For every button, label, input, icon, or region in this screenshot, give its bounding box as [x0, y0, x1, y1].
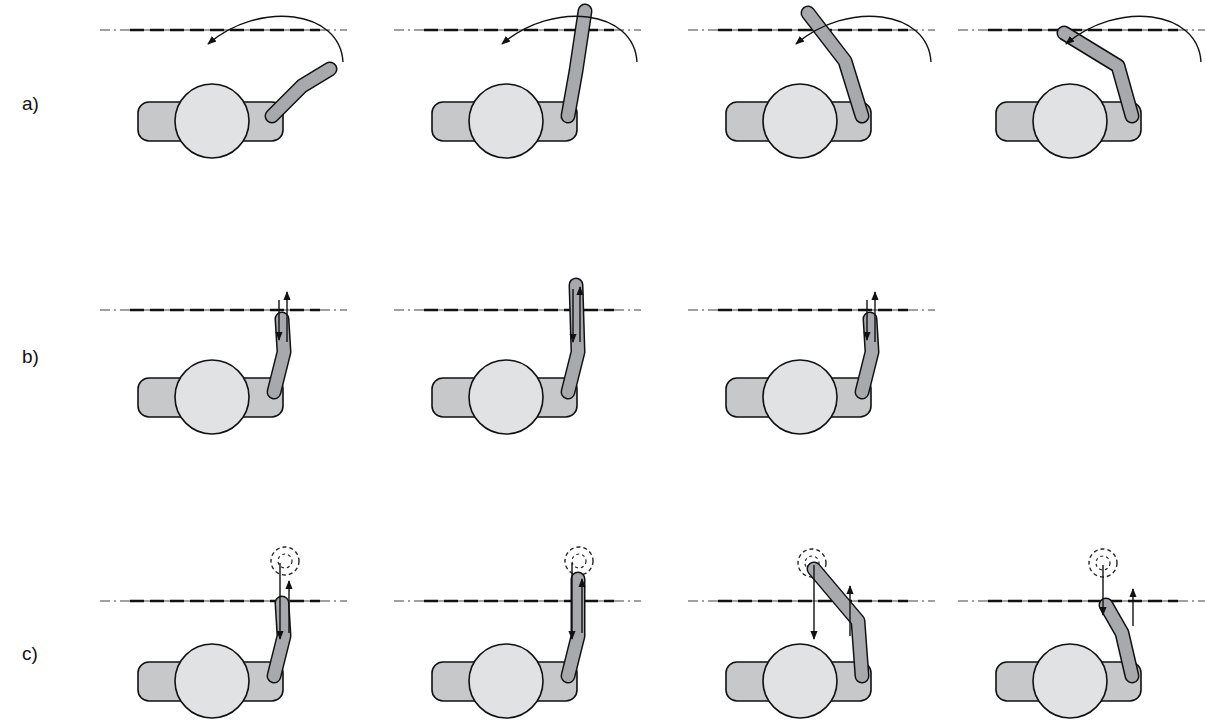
person-figure: [996, 549, 1141, 718]
person-figure: [996, 16, 1201, 158]
person-figure: [726, 13, 931, 158]
person-figure: [432, 547, 593, 718]
person-figure: [138, 547, 299, 718]
reference-line: [100, 30, 1205, 601]
person-figure: [432, 285, 580, 434]
person-figure: [138, 292, 287, 434]
row-label: a): [22, 93, 39, 115]
person-figure: [726, 292, 875, 434]
person-figure: [138, 16, 343, 158]
row-label: b): [22, 346, 39, 368]
row-label: c): [22, 643, 38, 665]
person-figure: [726, 549, 871, 718]
person-figure: [432, 11, 637, 158]
